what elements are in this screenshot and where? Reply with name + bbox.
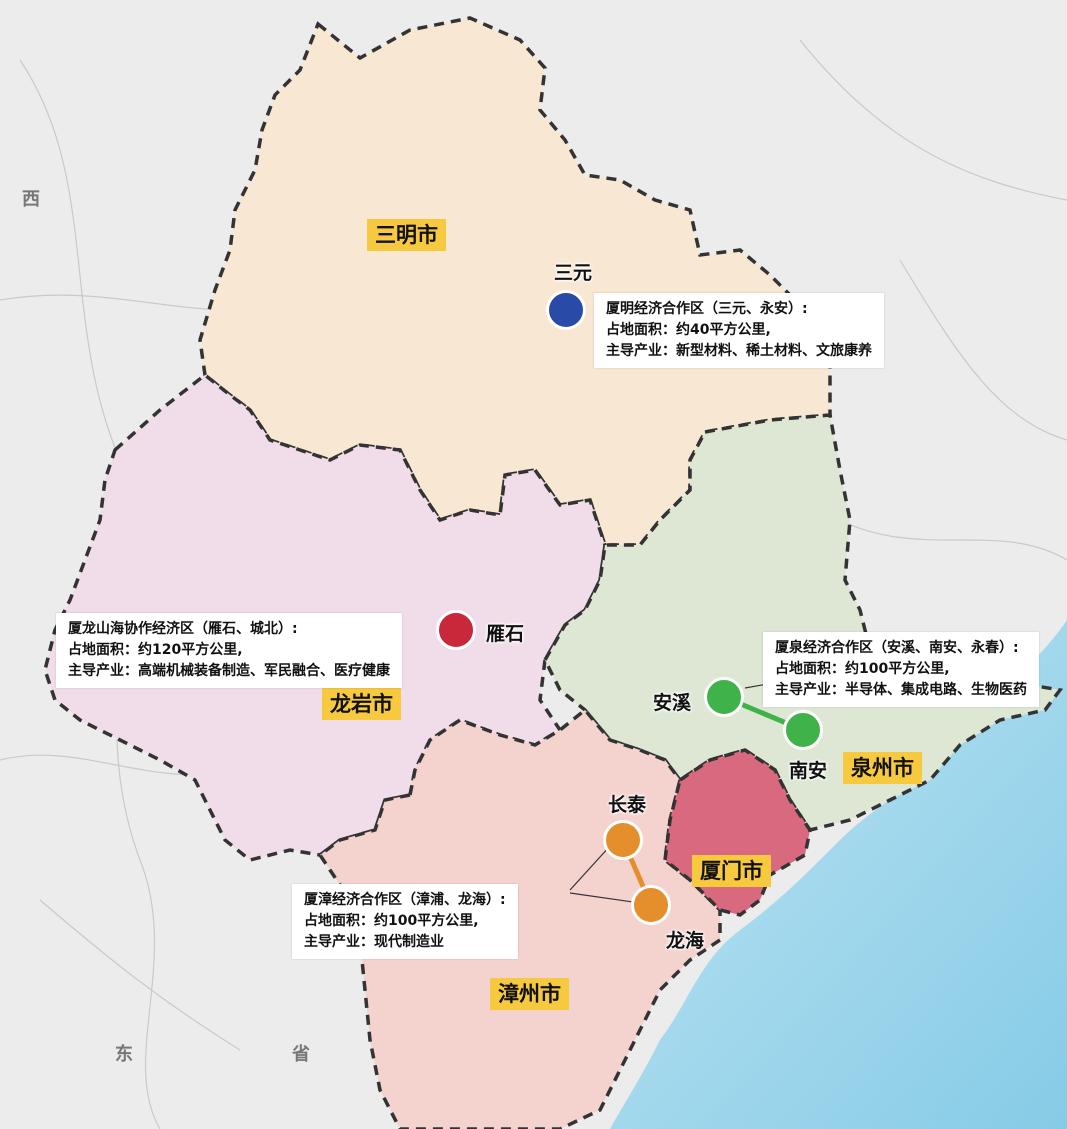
zone-card-xiaming-title: 厦明经济合作区（三元、永安）: (606, 301, 808, 317)
marker-nanan[interactable] (783, 710, 823, 750)
zone-card-xiazhang-area: 占地面积：约100平方公里, (304, 913, 479, 929)
zone-card-xialong-industry: 主导产业：高端机械装备制造、军民融合、医疗健康 (68, 663, 390, 679)
sea-area (610, 620, 1067, 1129)
bg-label-sheng: 省 (292, 1044, 310, 1065)
zone-card-xiaquan-area: 占地面积：约100平方公里, (775, 661, 950, 677)
zone-card-xiaquan-industry: 主导产业：半导体、集成电路、生物医药 (775, 682, 1027, 698)
region-sanming (198, 16, 832, 547)
marker-anxi[interactable] (704, 677, 744, 717)
marker-sanyuan[interactable] (546, 290, 586, 330)
region-tag-xiamen: 厦门市 (692, 855, 771, 887)
label-anxi: 安溪 (653, 692, 692, 714)
marker-yanshi[interactable] (436, 610, 476, 650)
region-tag-sanming: 三明市 (367, 219, 446, 251)
marker-changtai[interactable] (603, 820, 643, 860)
zone-card-xiazhang: 厦漳经济合作区（漳浦、龙海）: 占地面积：约100平方公里, 主导产业：现代制造… (292, 884, 518, 959)
region-tag-zhangzhou: 漳州市 (490, 978, 569, 1010)
region-tag-longyan: 龙岩市 (322, 688, 401, 720)
zone-card-xiaquan-title: 厦泉经济合作区（安溪、南安、永春）: (775, 640, 1019, 656)
zone-card-xialong: 厦龙山海协作经济区（雁石、城北）: 占地面积：约120平方公里, 主导产业：高端… (56, 613, 402, 688)
label-changtai: 长泰 (608, 794, 647, 816)
marker-longhai[interactable] (631, 885, 671, 925)
zone-card-xialong-area: 占地面积：约120平方公里, (68, 642, 243, 658)
zone-card-xialong-title: 厦龙山海协作经济区（雁石、城北）: (68, 621, 298, 637)
label-sanyuan: 三元 (554, 262, 593, 284)
label-nanan: 南安 (789, 760, 828, 782)
label-longhai: 龙海 (666, 930, 705, 952)
zone-card-xiaming: 厦明经济合作区（三元、永安）: 占地面积：约40平方公里, 主导产业：新型材料、… (594, 293, 884, 368)
zone-card-xiazhang-industry: 主导产业：现代制造业 (304, 934, 444, 950)
label-yanshi: 雁石 (486, 623, 525, 645)
zone-card-xiazhang-title: 厦漳经济合作区（漳浦、龙海）: (304, 892, 506, 908)
bg-label-dong: 东 (115, 1044, 133, 1065)
zone-card-xiaming-industry: 主导产业：新型材料、稀土材料、文旅康养 (606, 343, 872, 359)
zone-card-xiaquan: 厦泉经济合作区（安溪、南安、永春）: 占地面积：约100平方公里, 主导产业：半… (763, 632, 1039, 707)
zone-card-xiaming-area: 占地面积：约40平方公里, (606, 322, 771, 338)
region-tag-quanzhou: 泉州市 (843, 752, 922, 784)
bg-label-xi: 西 (22, 189, 40, 210)
